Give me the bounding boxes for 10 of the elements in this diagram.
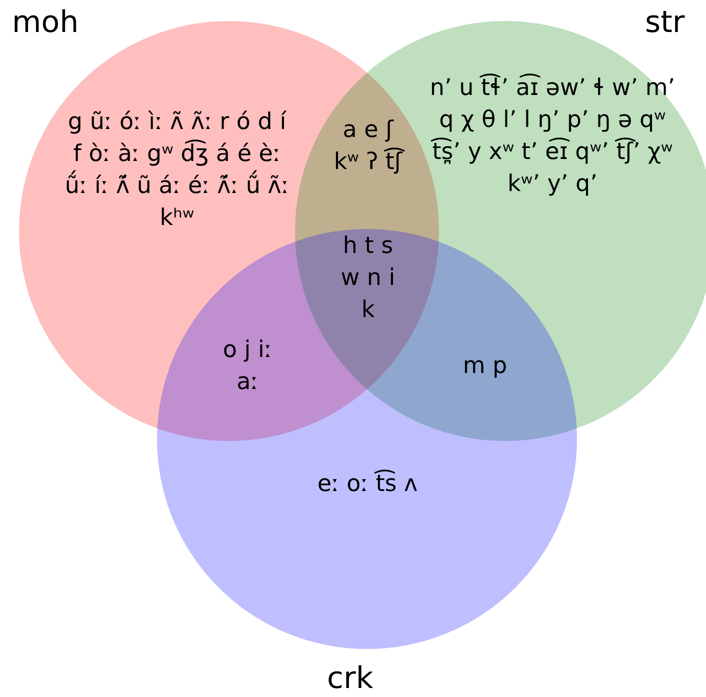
phoneme-list: o j iː aː (210, 334, 285, 398)
phoneme-list: g ũː óː ìː ʌ̃ ʌ̃ː r ó d í f òː àː gʷ d͡ʒ á é èː ṹː íː ʌ̃́ ũ áː éː ʌ̃́ː ṹ ʌ̃ː kʰʷ (62, 106, 292, 234)
phoneme-list: h t s w n i k (333, 230, 403, 326)
phoneme-list: eː oː t͡s ʌ (285, 468, 450, 500)
phoneme-list: a e ʃ kʷ ʔ t͡ʃ (328, 114, 408, 178)
phoneme-list: n’ u t͡ɬ’ a͡ɪ əw’ ɬ w’ m’ q χ θ l’ l ŋ’ p’ ŋ ə qʷ t͡s̪’ y xʷ t’ e͡ɪ qʷ’ t͡ʃ’ χʷ kʷ’ y’ q’ (425, 72, 680, 200)
phoneme-list: m p (440, 350, 530, 382)
set-label: moh (12, 8, 79, 38)
set-label: crk (327, 664, 374, 694)
set-label: str (645, 8, 685, 38)
